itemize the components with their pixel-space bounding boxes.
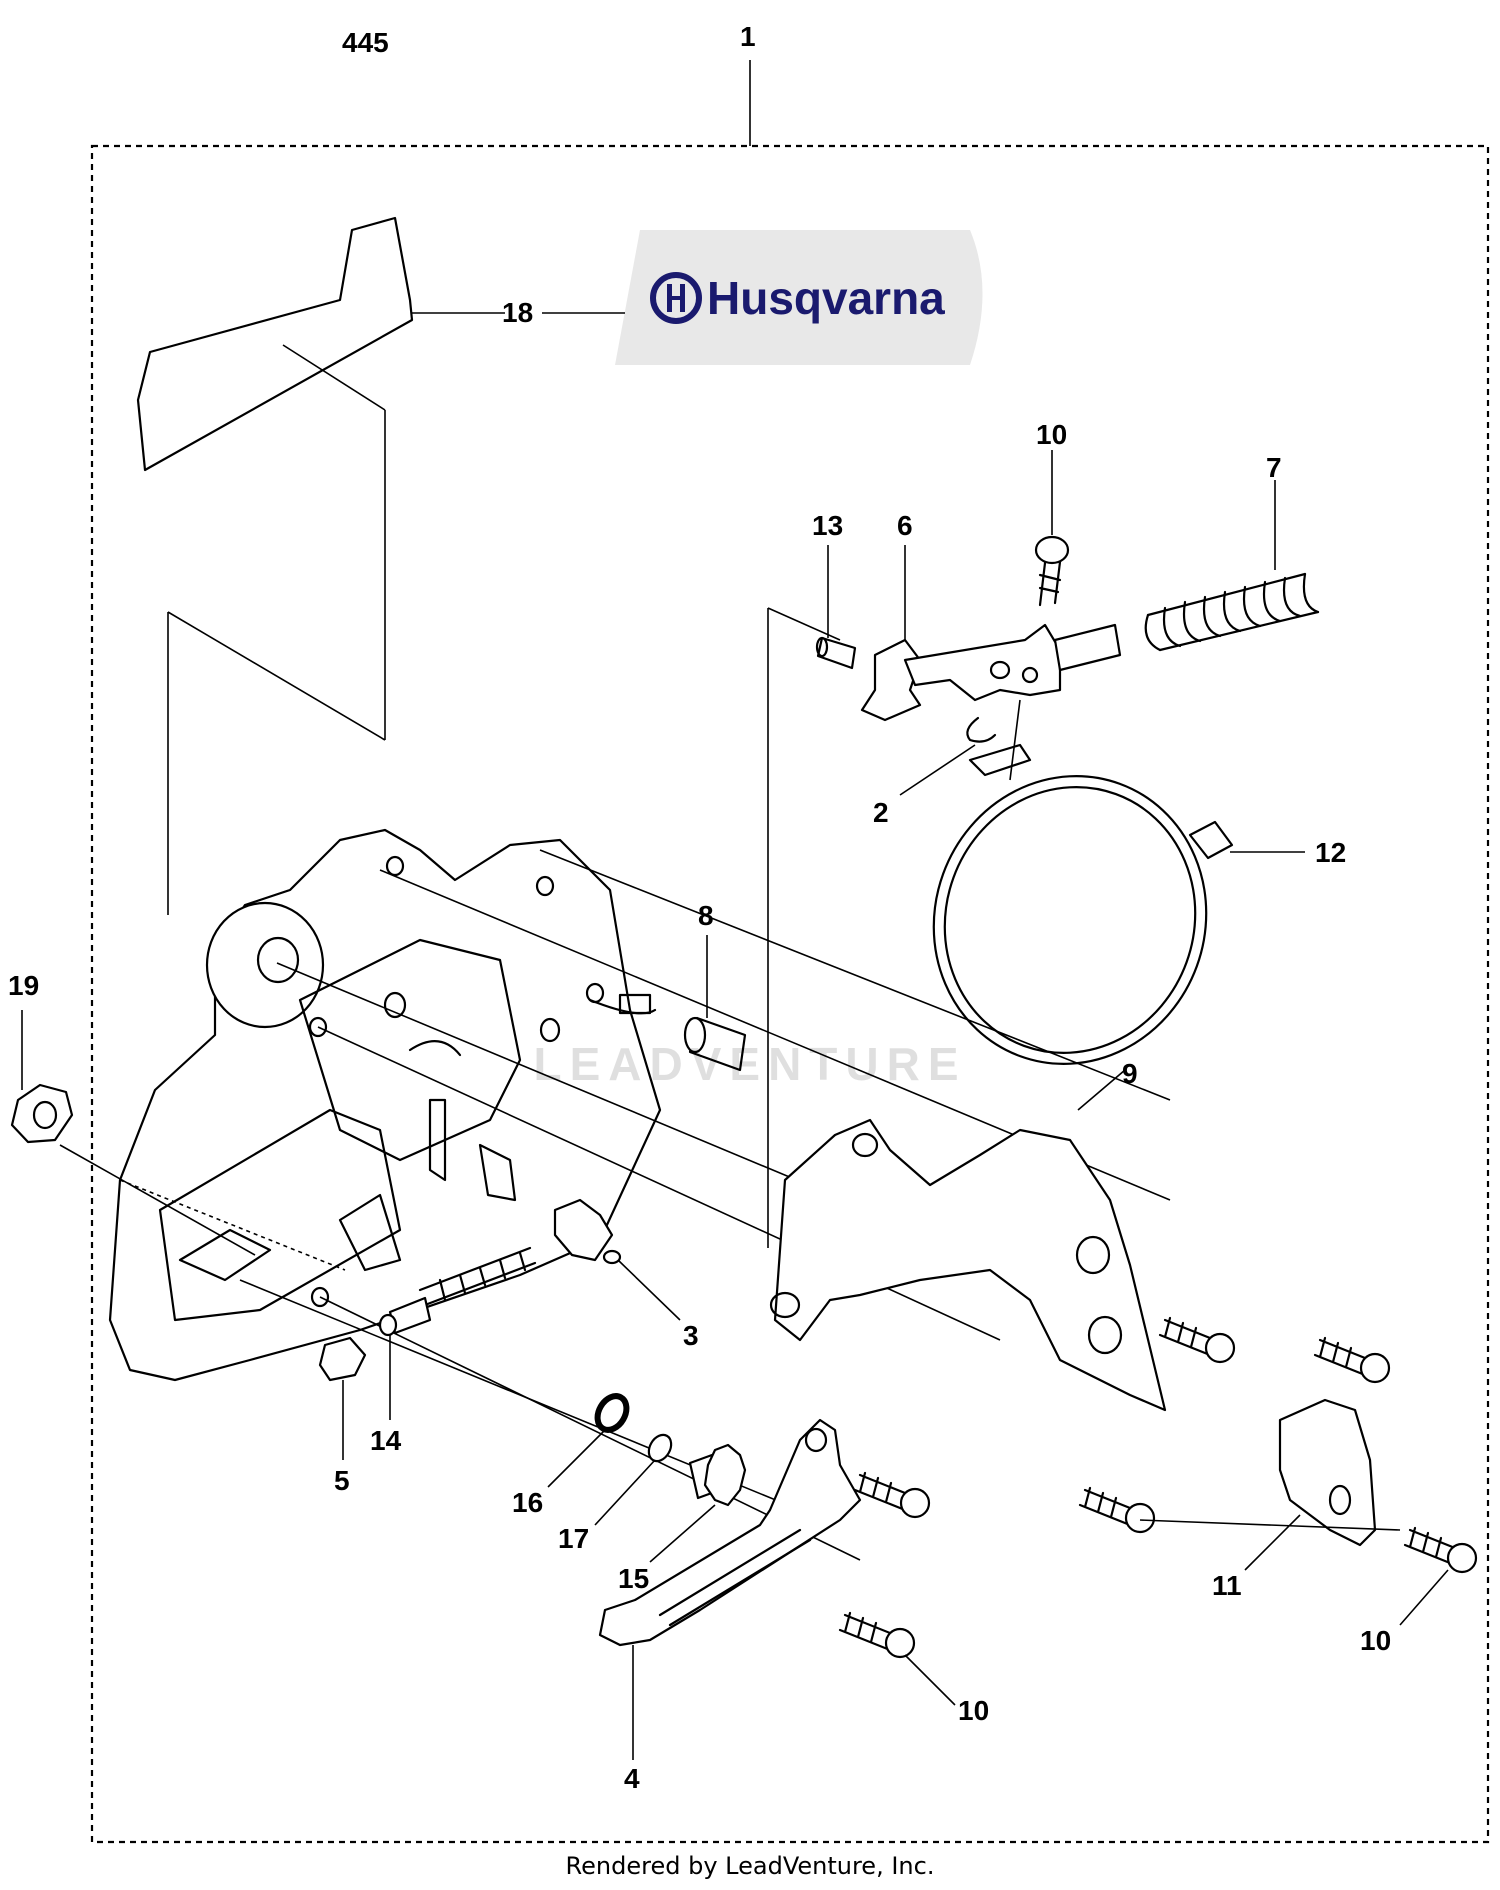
husqvarna-logo-icon — [650, 272, 702, 324]
screw — [838, 1611, 916, 1659]
tensioner-block — [318, 1336, 367, 1382]
watermark: LEADVENTURE — [533, 1038, 966, 1090]
callout-14: 14 — [370, 1425, 402, 1456]
callout-10: 10 — [958, 1695, 989, 1726]
outer-guard — [598, 1418, 862, 1647]
callout-2: 2 — [873, 797, 889, 828]
brake-band — [932, 743, 1234, 1065]
washer — [647, 1433, 673, 1463]
callout-17: 17 — [558, 1523, 589, 1554]
callout-4: 4 — [624, 1763, 640, 1794]
callout-12: 12 — [1315, 837, 1346, 868]
callout-3: 3 — [683, 1320, 699, 1351]
screw — [1403, 1526, 1478, 1574]
footer-credit: Rendered by LeadVenture, Inc. — [565, 1852, 935, 1880]
screw — [1158, 1316, 1236, 1364]
screw — [1313, 1336, 1391, 1384]
callout-10: 10 — [1360, 1625, 1391, 1656]
decal-blank — [136, 216, 414, 472]
chain-tensioner-nut — [553, 1198, 622, 1265]
circlip — [966, 716, 997, 743]
brake-lever-assembly — [860, 623, 1122, 722]
pin — [815, 636, 857, 670]
callout-6: 6 — [897, 510, 913, 541]
callout-16: 16 — [512, 1487, 543, 1518]
sleeve — [683, 1016, 747, 1072]
screw — [1078, 1486, 1156, 1534]
o-ring — [594, 1393, 630, 1433]
husqvarna-decal — [615, 230, 983, 365]
handguard-piece — [1278, 1398, 1377, 1547]
screw — [1034, 535, 1070, 607]
callout-15: 15 — [618, 1563, 649, 1594]
callout-18: 18 — [502, 297, 533, 328]
tensioner-gear — [688, 1443, 747, 1507]
callout-10: 10 — [1036, 419, 1067, 450]
model-number: 445 — [342, 27, 389, 58]
brand-name: Husqvarna — [707, 272, 945, 324]
callout-5: 5 — [334, 1465, 350, 1496]
clutch-cover-housing — [108, 828, 662, 1382]
screw — [853, 1471, 931, 1519]
callout-7: 7 — [1266, 452, 1282, 483]
chain-guard — [769, 1118, 1167, 1412]
nut — [10, 1083, 74, 1144]
spring — [1144, 572, 1320, 652]
callout-1: 1 — [740, 21, 756, 52]
callout-9: 9 — [1122, 1058, 1138, 1089]
assembly-boundary — [90, 144, 1490, 1844]
callout-19: 19 — [8, 970, 39, 1001]
chain-tensioner-screw — [378, 1246, 537, 1337]
callout-13: 13 — [812, 510, 843, 541]
callout-11: 11 — [1212, 1570, 1242, 1601]
callout-8: 8 — [698, 900, 714, 931]
svg-text:LEADVENTURE: LEADVENTURE — [533, 1038, 966, 1090]
